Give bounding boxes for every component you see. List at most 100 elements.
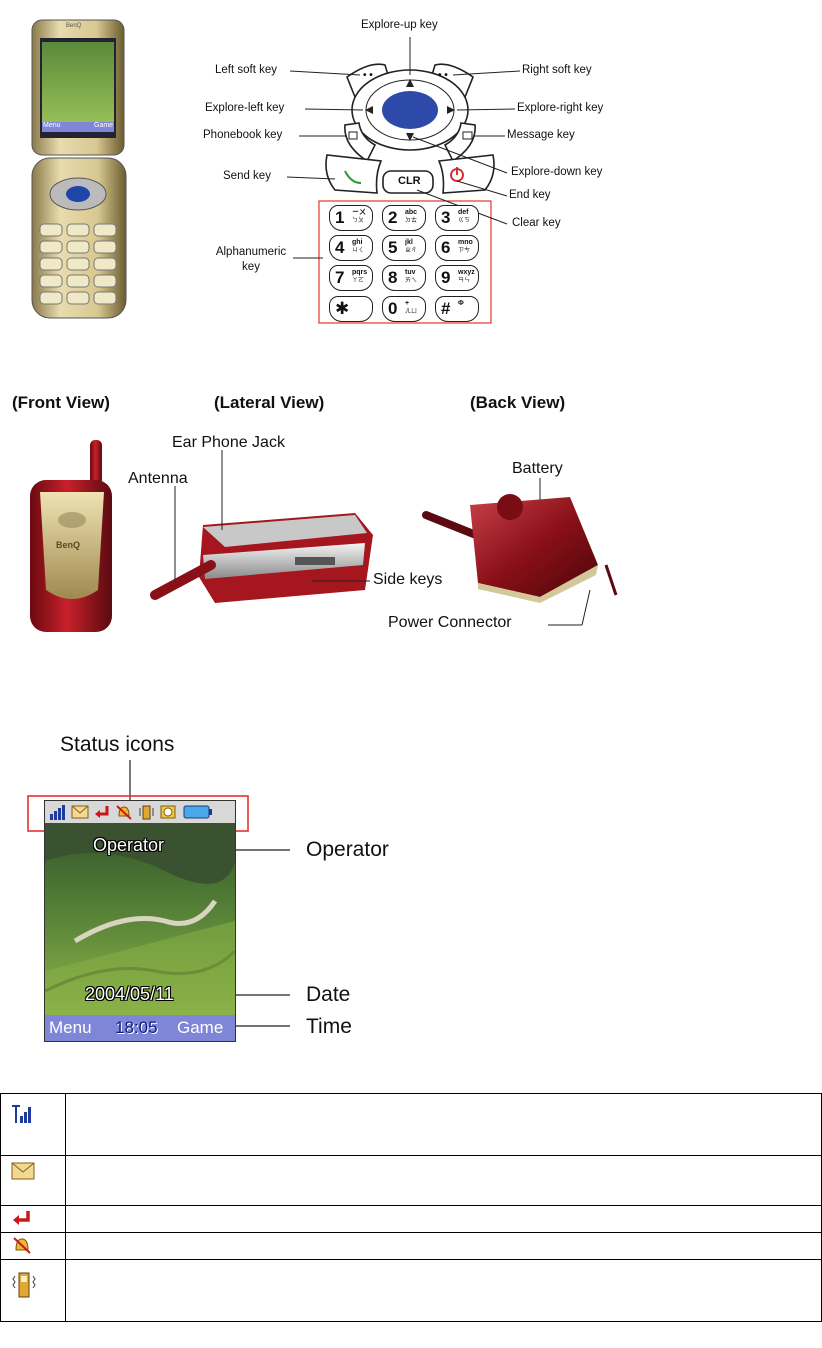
- label-explore-down: Explore-down key: [511, 166, 603, 178]
- title-back-view: (Back View): [470, 393, 566, 412]
- screen-date: 2004/05/11: [85, 984, 174, 1004]
- label-battery: Battery: [512, 460, 563, 477]
- label-left-soft: Left soft key: [215, 64, 278, 76]
- key-zhuyin: ㄉㄊ: [405, 218, 418, 224]
- small-screen-brand: BenQ: [66, 23, 82, 29]
- legend-missed-call-icon: [11, 1209, 33, 1232]
- key-letters: Φ: [458, 300, 464, 307]
- label-side-keys: Side keys: [373, 571, 443, 588]
- silent-bell-icon: [115, 804, 133, 825]
- key-letters: ㄧㄨ: [352, 209, 366, 216]
- key-zhuyin: ㄗㄘ: [458, 248, 471, 254]
- key-digit: 6: [441, 238, 451, 257]
- callout-date: Date: [306, 983, 351, 1006]
- keypad-key[interactable]: 0 + ㄦㄩ: [382, 296, 426, 322]
- key-zhuyin: ㄢㄣ: [458, 278, 471, 284]
- key-letters: def: [458, 209, 469, 216]
- key-letters: +: [405, 300, 410, 307]
- key-letters: wxyz: [458, 269, 475, 276]
- keypad-key[interactable]: 1 ㄧㄨㄅㄆ: [329, 205, 373, 231]
- key-letters: mno: [458, 239, 473, 246]
- key-digit: 1: [335, 208, 345, 227]
- alarm-icon: [159, 804, 177, 825]
- message-envelope-icon: [71, 805, 89, 824]
- label-ear-phone-jack: Ear Phone Jack: [172, 434, 285, 451]
- status-bar: [45, 801, 235, 823]
- callout-time: Time: [306, 1015, 352, 1038]
- key-zhuyin: ㄅㄆ: [352, 218, 365, 224]
- signal-icon: [49, 804, 67, 820]
- key-zhuyin: ㄍㄎ: [458, 218, 471, 224]
- key-letters: jkl: [405, 239, 413, 246]
- vibrate-icon: [137, 804, 155, 825]
- keypad-key[interactable]: 9 wxyz ㄢㄣ: [435, 265, 479, 291]
- screen-game[interactable]: Game: [177, 1018, 224, 1037]
- dots-right: • •: [438, 70, 448, 81]
- flip-phone-gold-image: BenQ Menu Game: [28, 18, 132, 323]
- label-message: Message key: [507, 129, 575, 141]
- small-screen-menu: Menu: [43, 122, 61, 129]
- label-alphanumeric: Alphanumeric key: [215, 246, 287, 273]
- key-digit: 3: [441, 208, 451, 227]
- front-view-brand: BenQ: [56, 540, 81, 550]
- screen-menu[interactable]: Menu: [49, 1018, 92, 1037]
- keypad-key[interactable]: #Φ: [435, 296, 479, 322]
- screen-time: 18:05: [115, 1018, 158, 1037]
- keypad-key[interactable]: 7 pqrs ㄚㄛ: [329, 265, 373, 291]
- small-screen-game: Game: [94, 122, 114, 129]
- legend-row: [0, 1232, 822, 1260]
- key-digit: 9: [441, 268, 451, 287]
- legend-row: [0, 1093, 822, 1156]
- key-digit: 5: [388, 238, 398, 257]
- key-digit: 7: [335, 268, 345, 287]
- legend-message-envelope-icon: [11, 1162, 35, 1185]
- key-zhuyin: ㄦㄩ: [405, 309, 418, 315]
- label-right-soft: Right soft key: [522, 64, 592, 76]
- label-end: End key: [509, 189, 551, 201]
- legend-vibrate-icon: [11, 1270, 37, 1305]
- label-explore-up: Explore-up key: [361, 19, 438, 31]
- key-zhuyin: ㄐㄑ: [352, 248, 365, 254]
- key-digit: 2: [388, 208, 398, 227]
- label-phonebook: Phonebook key: [203, 129, 283, 141]
- key-digit: 0: [388, 299, 398, 318]
- label-power-connector: Power Connector: [388, 614, 512, 631]
- label-explore-right: Explore-right key: [517, 102, 604, 114]
- keypad-key[interactable]: ✱: [329, 296, 373, 322]
- key-letters: tuv: [405, 269, 416, 276]
- label-send: Send key: [223, 170, 271, 182]
- battery-icon: [183, 805, 213, 824]
- legend-row: [0, 1155, 822, 1206]
- key-letters: ghi: [352, 239, 363, 246]
- legend-silent-bell-icon: [11, 1236, 33, 1259]
- key-letters: pqrs: [352, 269, 368, 276]
- legend-row: [0, 1205, 822, 1233]
- key-digit: 4: [335, 238, 345, 257]
- key-digit: 8: [388, 268, 398, 287]
- missed-call-icon: [93, 804, 111, 825]
- keypad-key[interactable]: 4 ghi ㄐㄑ: [329, 235, 373, 261]
- label-antenna: Antenna: [128, 470, 188, 487]
- key-digit: ✱: [335, 299, 350, 318]
- keypad-diagram: CLR • • • • Explore-up key Left soft key…: [195, 15, 625, 325]
- landscape-wallpaper: [45, 801, 235, 1041]
- status-icon-legend-table: [0, 1093, 822, 1322]
- key-zhuyin: ㄞㄟ: [405, 278, 418, 284]
- clr-key-label: CLR: [398, 175, 421, 187]
- front-view-phone-image: BenQ: [28, 440, 116, 635]
- soft-key-bar: [45, 1015, 235, 1041]
- key-zhuyin: ㄚㄛ: [352, 278, 365, 284]
- key-letters: abc: [405, 209, 418, 216]
- key-digit: #: [441, 299, 451, 318]
- keypad-key[interactable]: 2 abc ㄉㄊ: [382, 205, 426, 231]
- keypad-key[interactable]: 8 tuv ㄞㄟ: [382, 265, 426, 291]
- legend-signal-icon: [11, 1102, 33, 1129]
- keypad-key[interactable]: 3 def ㄍㄎ: [435, 205, 479, 231]
- callout-operator: Operator: [306, 838, 389, 861]
- label-explore-left: Explore-left key: [205, 102, 285, 114]
- phone-screen: Operator 2004/05/11 Menu 18:05 Game: [44, 800, 236, 1042]
- label-status-icons: Status icons: [60, 733, 175, 756]
- title-front-view: (Front View): [12, 393, 110, 412]
- keypad-key[interactable]: 6 mno ㄗㄘ: [435, 235, 479, 261]
